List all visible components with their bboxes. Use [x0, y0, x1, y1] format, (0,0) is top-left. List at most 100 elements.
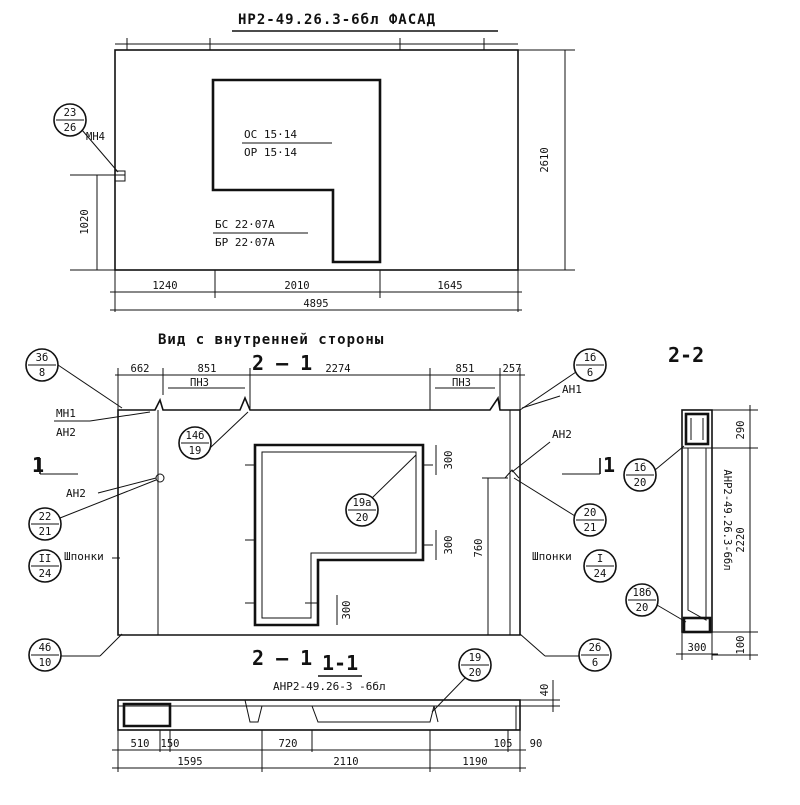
inner-panel-outline	[117, 395, 521, 636]
label-an2-left-top: АН2	[56, 426, 76, 439]
facade-panel-outline	[114, 49, 519, 271]
section-1-1: 1-1 АНР2-49.26-3 -6бл 19 20 40 510 150 7…	[112, 648, 560, 772]
dim-760: 760	[473, 539, 485, 558]
svg-text:24: 24	[594, 568, 607, 580]
callout-14b-19: 14б 19	[178, 411, 249, 460]
callout-2b-6: 2б 6	[519, 633, 612, 672]
dim-2220: 2220	[735, 527, 747, 552]
window-mark-top: ОС 15·14	[244, 128, 297, 141]
callout-23-side: МН4	[86, 131, 105, 143]
section-1-1-mark: АНР2-49.26-3 -6бл	[273, 680, 386, 693]
dim-2010: 2010	[284, 280, 309, 292]
callout-20-21: 20 21	[513, 477, 607, 537]
svg-text:1б: 1б	[634, 462, 647, 474]
section-2-2-title: 2-2	[668, 343, 704, 367]
svg-text:8: 8	[39, 367, 45, 379]
svg-text:4б: 4б	[39, 642, 52, 654]
dim-720: 720	[279, 738, 298, 750]
facade-title: НР2-49.26.3-6бл ФАСАД	[238, 12, 436, 28]
dim-2274: 2274	[325, 363, 350, 375]
dim-300-section-2-2: 300	[688, 642, 707, 654]
label-an2-left: АН2	[66, 487, 86, 500]
dim-4895: 4895	[303, 298, 328, 310]
inner-view: Вид с внутренней стороны 2 — 1 2 — 1 662…	[25, 332, 617, 672]
svg-text:22: 22	[39, 511, 52, 523]
dim-300-b: 300	[443, 536, 455, 555]
svg-text:24: 24	[39, 568, 52, 580]
callout-19-20	[458, 648, 492, 682]
svg-text:3б: 3б	[36, 352, 49, 364]
callout-1b-6: 1б 6	[519, 348, 607, 411]
svg-text:19а: 19а	[353, 497, 372, 509]
callout-19-bottom: 20	[469, 667, 482, 679]
label-an2-right: АН2	[552, 428, 572, 441]
svg-text:6: 6	[592, 657, 598, 669]
svg-text:1б: 1б	[584, 352, 597, 364]
callout-23-bottom: 26	[64, 122, 77, 134]
svg-text:18б: 18б	[633, 587, 652, 599]
svg-text:21: 21	[584, 522, 597, 534]
callout-3b-8: 3б 8	[25, 348, 123, 409]
svg-text:20: 20	[634, 477, 647, 489]
dim-300-c: 300	[341, 601, 353, 620]
dim-150: 150	[161, 738, 180, 750]
dim-662: 662	[131, 363, 150, 375]
dim-2110: 2110	[333, 756, 358, 768]
callout-23-26	[53, 103, 87, 137]
svg-text:20: 20	[636, 602, 649, 614]
facade-view: НР2-49.26.3-6бл ФАСАД ОС 15·14 ОР 15·14 …	[53, 12, 575, 312]
door-mark-top: БС 22·07А	[215, 218, 275, 231]
dim-510: 510	[131, 738, 150, 750]
callout-1b-20: 1б 20	[623, 445, 685, 492]
svg-text:10: 10	[39, 657, 52, 669]
inner-opening	[253, 443, 425, 627]
label-an1-right: АН1	[562, 383, 582, 396]
callout-I-24: I 24	[583, 549, 617, 583]
dim-100: 100	[735, 636, 747, 655]
dim-90: 90	[530, 738, 543, 750]
label-shponki-left: Шпонки	[64, 550, 104, 563]
dim-290: 290	[735, 421, 747, 440]
dim-1020: 1020	[79, 209, 91, 234]
dim-2610: 2610	[539, 147, 551, 172]
svg-text:2б: 2б	[589, 642, 602, 654]
dim-1240: 1240	[152, 280, 177, 292]
svg-text:6: 6	[587, 367, 593, 379]
section-arrow-right: 1	[603, 453, 615, 477]
dim-851-left: 851	[198, 363, 217, 375]
section-mark-top: 2 — 1	[252, 351, 312, 375]
dim-1595: 1595	[177, 756, 202, 768]
pnz-left: ПНЗ	[190, 377, 209, 389]
svg-text:14б: 14б	[186, 430, 205, 442]
section-1-1-body	[117, 699, 521, 731]
dim-1645: 1645	[437, 280, 462, 292]
label-shponki-right: Шпонки	[532, 550, 572, 563]
door-mark-bottom: БР 22·07А	[215, 236, 275, 249]
label-mn1: МН1	[56, 407, 76, 420]
svg-text:21: 21	[39, 526, 52, 538]
dim-851-right: 851	[456, 363, 475, 375]
dim-257: 257	[503, 363, 522, 375]
section-2-2: 2-2 АНР2-49.26.3-6бл 290 2220 100 300 1б…	[623, 343, 758, 660]
section-mark-bottom: 2 — 1	[252, 646, 312, 670]
callout-23-top: 23	[64, 107, 77, 119]
callout-18b-20: 18б 20	[625, 583, 687, 623]
section-1-1-title: 1-1	[322, 651, 358, 675]
inner-view-title: Вид с внутренней стороны	[158, 332, 384, 348]
section-arrow-left: 1	[32, 453, 44, 477]
callout-4b-10: 4б 10	[28, 633, 123, 672]
callout-19-top: 19	[469, 652, 482, 664]
callout-II-24: II 24	[28, 549, 120, 583]
dim-1190: 1190	[462, 756, 487, 768]
callout-19a-20: 19а 20	[345, 454, 417, 527]
svg-text:20: 20	[356, 512, 369, 524]
window-mark-bottom: ОР 15·14	[244, 146, 297, 159]
svg-text:20: 20	[584, 507, 597, 519]
pnz-right: ПНЗ	[452, 377, 471, 389]
svg-text:II: II	[39, 553, 52, 565]
callout-22-21: 22 21	[28, 479, 157, 541]
dim-105: 105	[494, 738, 513, 750]
svg-text:19: 19	[189, 445, 202, 457]
